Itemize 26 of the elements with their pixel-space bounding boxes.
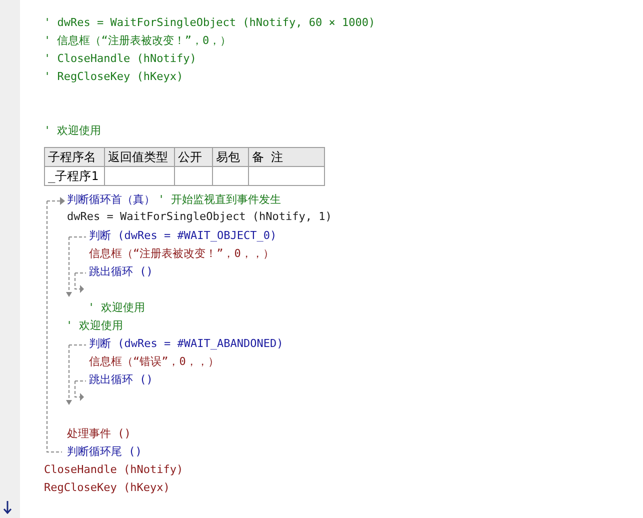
code-line: dwRes = WaitForSingleObject (hNotify, 1): [67, 210, 332, 224]
code-comment: ' 开始监视直到事件发生: [158, 193, 282, 207]
code-line: 跳出循环 (): [89, 373, 153, 387]
code-line: 判断 (dwRes = #WAIT_OBJECT_0): [89, 229, 277, 243]
code-line: 跳出循环 (): [89, 265, 153, 279]
table-header-cell: 备 注: [248, 147, 325, 167]
table-header-cell: 易包: [212, 147, 249, 167]
table-header-cell: 公开: [174, 147, 213, 167]
code-comment: ' 信息框（“注册表被改变！”，0，）: [44, 34, 232, 48]
code-comment: ' 欢迎使用: [88, 301, 146, 315]
table-cell: _子程序1: [44, 166, 105, 186]
code-comment: ' dwRes = WaitForSingleObject (hNotify, 60 × 1000): [44, 16, 376, 30]
code-line: RegCloseKey (hKeyx): [44, 481, 170, 495]
code-line: 信息框（“注册表被改变！”，0，，）: [89, 247, 274, 261]
table-header-cell: 子程序名: [44, 147, 105, 167]
code-line: 判断 (dwRes = #WAIT_ABANDONED): [89, 337, 284, 351]
code-line: CloseHandle (hNotify): [44, 463, 184, 477]
code-comment: ' RegCloseKey (hKeyx): [44, 70, 184, 84]
code-line: 判断循环尾 (): [67, 445, 142, 459]
code-line: 信息框（“错误”，0，，）: [89, 355, 219, 369]
code-line: 判断循环首（真）: [67, 193, 155, 207]
code-comment: ' 欢迎使用: [66, 319, 124, 333]
code-line: 处理事件 (): [67, 427, 131, 441]
code-comment: ' 欢迎使用: [44, 124, 102, 138]
code-comment: ' CloseHandle (hNotify): [44, 52, 196, 66]
table-header-cell: 返回值类型: [104, 147, 175, 167]
